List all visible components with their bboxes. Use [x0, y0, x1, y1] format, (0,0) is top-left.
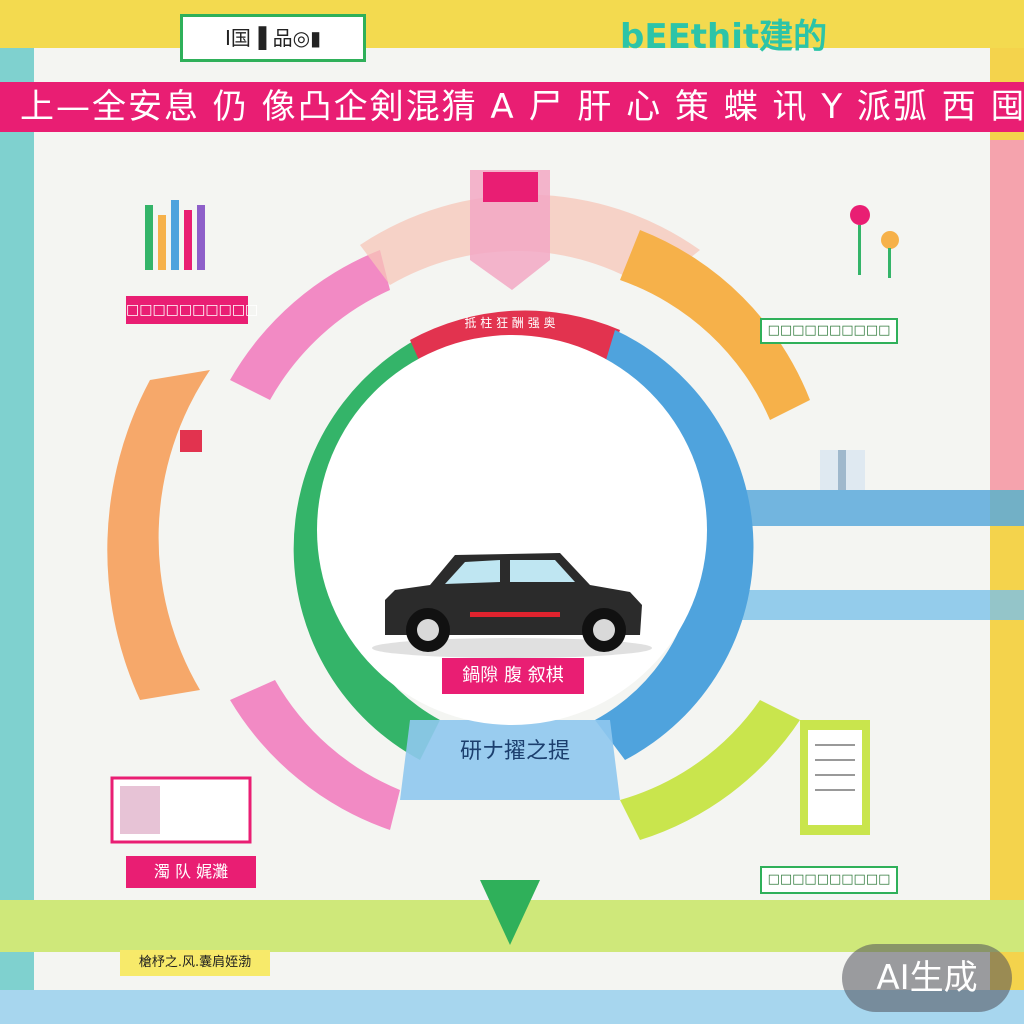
- left-top-label: □□□□□□□□□□: [126, 296, 258, 324]
- outer-segment-pink: [230, 250, 390, 400]
- car-stripe: [470, 612, 560, 617]
- flowers-icon: [850, 205, 899, 278]
- document-icon: [800, 720, 870, 835]
- top-yellow-band: [0, 0, 1024, 48]
- red-segment-label: 抵 柱 狂 酬 强 奥: [464, 316, 556, 330]
- header-heading: bEEthit建的: [620, 17, 828, 57]
- bottom-pointer-arrow: [480, 880, 540, 945]
- inner-segment-green: [293, 340, 440, 760]
- right-top-label: □□□□□□□□□□: [760, 318, 898, 344]
- right-pink-band: [990, 140, 1024, 490]
- gift-icon-left: [180, 430, 202, 452]
- car-body: [385, 553, 642, 635]
- outer-segment-lime: [620, 700, 800, 840]
- car-hub-rear: [593, 619, 615, 641]
- car-window-front: [445, 560, 500, 584]
- car-icon: [372, 553, 652, 658]
- chart-bars-icon: [145, 200, 205, 270]
- top-pointer-cap: [483, 172, 538, 202]
- gift-box-icon: [820, 450, 865, 490]
- inner-segment-blue: [595, 330, 754, 760]
- car-hub-front: [417, 619, 439, 641]
- title-bar: 上—全安息 仍 像凸企剣混猜 A 尸 肝 心 策 蝶 讯 Y 派弧 西 囤 唯電…: [0, 82, 1024, 132]
- right-bottom-label: □□□□□□□□□□: [760, 866, 898, 894]
- left-bottom-label: 濁 队 娓灘: [126, 856, 256, 888]
- outer-segment-pink-lower: [230, 680, 400, 830]
- header-tag: Ⅰ国▐ 品◎▮: [180, 14, 366, 62]
- left-teal-band: [0, 48, 34, 1024]
- blue-segment-label: 研ナ擢之提: [459, 739, 570, 764]
- outer-ring: [107, 194, 810, 840]
- car-window-rear: [510, 560, 575, 582]
- center-caption: 鍋隙 腹 叙棋: [442, 658, 584, 694]
- outer-segment-orange: [620, 230, 810, 420]
- inner-segment-lightblue: [400, 720, 620, 800]
- bottom-left-tag: 槍杼之.风.囊肩姪渤: [120, 950, 270, 976]
- outer-segment-orange-left: [107, 370, 210, 700]
- monitor-icon: [110, 776, 252, 844]
- ai-generated-badge: AI生成: [842, 944, 1012, 1012]
